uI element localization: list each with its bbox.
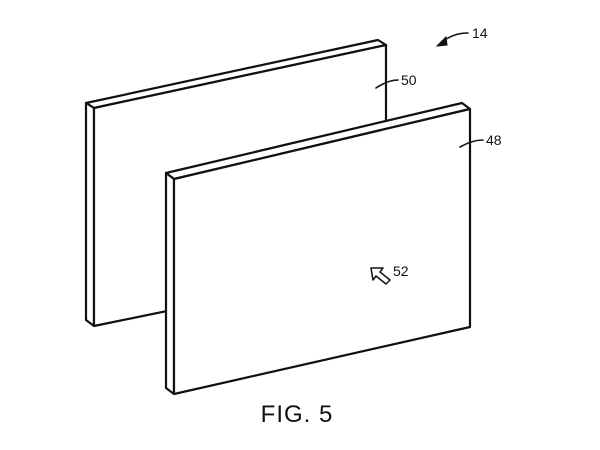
rear-panel-left-edge (84, 101, 96, 328)
rear-panel-ref-label: 50 (401, 72, 417, 88)
assembly-reference: 14 (435, 25, 488, 47)
rear-panel-reference: 50 (375, 72, 417, 89)
surface-reference: 52 (370, 263, 409, 285)
assembly-ref-label: 14 (472, 25, 488, 41)
rear-panel-leader (375, 79, 399, 89)
surface-ref-label: 52 (393, 263, 409, 279)
front-panel-face (172, 107, 472, 396)
front-panel-left-edge (164, 171, 176, 396)
front-panel-leader (459, 139, 484, 148)
front-panel-ref-label: 48 (486, 132, 502, 148)
front-panel (164, 101, 472, 396)
surface-hollow-arrow-icon (370, 267, 391, 285)
assembly-arrow-head (435, 35, 448, 47)
figure-caption: FIG. 5 (261, 401, 334, 428)
front-panel-reference: 48 (459, 132, 502, 148)
